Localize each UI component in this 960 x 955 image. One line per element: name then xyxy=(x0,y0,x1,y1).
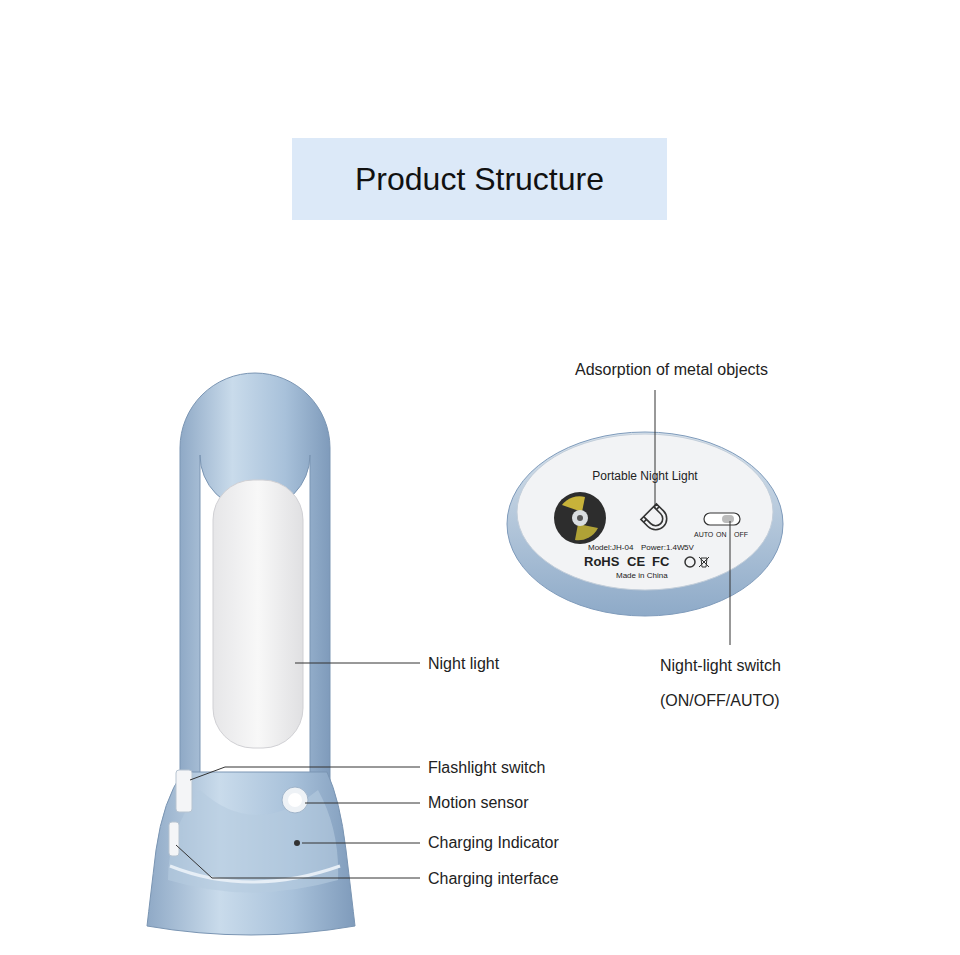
callout-label: Charging interface xyxy=(428,870,559,888)
certification-mark: RoHS xyxy=(584,555,619,570)
title: Product Structure xyxy=(292,138,667,220)
switch-mark: OFF xyxy=(734,531,748,539)
callout-label: Adsorption of metal objects xyxy=(575,361,768,379)
callout-label: Night light xyxy=(428,655,499,673)
certification-mark: CE xyxy=(627,555,645,570)
callout-label: Charging Indicator xyxy=(428,834,559,852)
callout-label: Night-light switch (ON/OFF/AUTO) xyxy=(660,648,830,718)
switch-mark: AUTO xyxy=(694,531,713,539)
callout-label: Motion sensor xyxy=(428,794,529,812)
product-print: Model:JH-04 xyxy=(588,543,633,552)
product-print: 5V xyxy=(684,543,694,552)
switch-mark: ON xyxy=(716,531,727,539)
product-print: Made in China xyxy=(616,571,668,580)
product-print: Portable Night Light xyxy=(592,470,697,484)
certification-mark: FC xyxy=(652,555,669,570)
callout-label: Flashlight switch xyxy=(428,759,545,777)
product-print: Power:1.4W xyxy=(641,543,685,552)
